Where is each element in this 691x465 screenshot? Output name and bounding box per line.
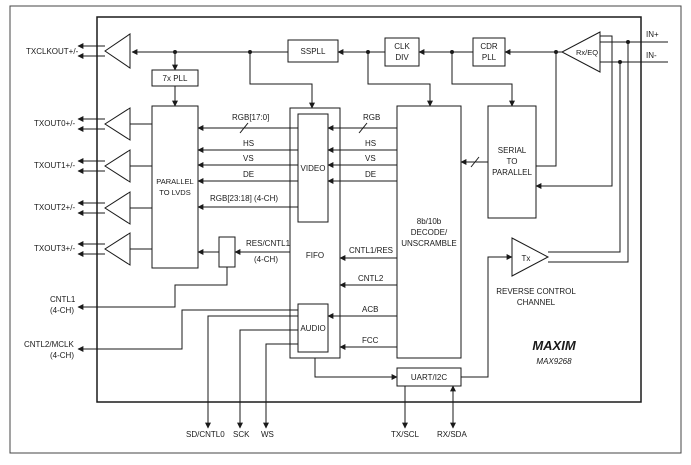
- video-block: [297, 113, 329, 223]
- pin-cntl2-1: CNTL2/MCLK: [24, 340, 74, 349]
- pin-cntl1-2: (4-CH): [50, 306, 74, 315]
- clk-div-label-2: DIV: [395, 53, 409, 62]
- audio-block: [297, 303, 329, 353]
- tx-label: Tx: [522, 254, 531, 263]
- pin-tx-scl: TX/SCL: [391, 430, 420, 439]
- cdr-pll-label-2: PLL: [482, 53, 497, 62]
- txclkout-driver: [104, 33, 131, 69]
- serial-to-parallel-label-1: SERIAL: [498, 146, 527, 155]
- txout0-driver-group: TXOUT0+/-: [34, 107, 152, 141]
- txout3-driver-group: TXOUT3+/-: [34, 232, 152, 266]
- decode-label-2: DECODE/: [411, 228, 448, 237]
- txout2-driver-group: TXOUT2+/-: [34, 191, 152, 225]
- signal-res-cntl1-1: RES/CNTL1: [246, 239, 291, 248]
- signal-vs-in: VS: [365, 154, 376, 163]
- parallel-to-lvds-block: [151, 105, 199, 269]
- pin-txout1: TXOUT1+/-: [34, 161, 75, 170]
- rx-eq-amplifier: [560, 31, 601, 73]
- pin-ws: WS: [261, 430, 274, 439]
- video-label: VIDEO: [301, 164, 326, 173]
- signal-de-out: DE: [243, 170, 254, 179]
- maxim-logo: MAXIM: [532, 338, 577, 353]
- part-number: MAX9268: [536, 357, 572, 366]
- cdr-pll-label-1: CDR: [480, 42, 498, 51]
- pll-7x-label: 7x PLL: [163, 74, 188, 83]
- parallel-to-lvds-label-2: TO LVDS: [159, 188, 190, 197]
- pin-rx-sda: RX/SDA: [437, 430, 467, 439]
- txout1-driver-group: TXOUT1+/-: [34, 149, 152, 183]
- reverse-channel-label-2: CHANNEL: [517, 298, 556, 307]
- signal-de-in: DE: [365, 170, 376, 179]
- pin-txout3: TXOUT3+/-: [34, 244, 75, 253]
- outer-frame: [9, 5, 682, 454]
- signal-rgb-in: RGB: [363, 113, 380, 122]
- pin-txclkout: TXCLKOUT+/-: [26, 47, 79, 56]
- signal-hs-in: HS: [365, 139, 376, 148]
- serial-to-parallel-label-3: PARALLEL: [492, 168, 532, 177]
- signal-res-cntl1-2: (4-CH): [254, 255, 278, 264]
- clk-div-block: [384, 37, 420, 67]
- serial-to-parallel-label-2: TO: [507, 157, 518, 166]
- signal-cntl2: CNTL2: [358, 274, 384, 283]
- audio-label: AUDIO: [300, 324, 325, 333]
- pin-sd-cntl0: SD/CNTL0: [186, 430, 225, 439]
- signal-rgb2318: RGB[23:18] (4-CH): [210, 194, 278, 203]
- parallel-to-lvds-label-1: PARALLEL: [156, 177, 193, 186]
- rx-eq-label: Rx/EQ: [576, 48, 598, 57]
- signal-fcc: FCC: [362, 336, 379, 345]
- pin-in-minus: IN-: [646, 51, 657, 60]
- signal-hs-out: HS: [243, 139, 254, 148]
- res-cntl1-mux: [218, 236, 236, 268]
- pin-txout0: TXOUT0+/-: [34, 119, 75, 128]
- signal-cntl1-res: CNTL1/RES: [349, 246, 393, 255]
- pin-in-plus: IN+: [646, 30, 659, 39]
- decode-unscramble-block: [396, 105, 462, 359]
- signal-acb: ACB: [362, 305, 378, 314]
- signal-vs-out: VS: [243, 154, 254, 163]
- clk-div-label-1: CLK: [394, 42, 410, 51]
- pin-cntl2-2: (4-CH): [50, 351, 74, 360]
- uart-i2c-label: UART/I2C: [411, 373, 448, 382]
- sspll-label: SSPLL: [301, 47, 326, 56]
- signal-rgb-out: RGB[17:0]: [232, 113, 269, 122]
- serial-to-parallel-block: [487, 105, 537, 219]
- reverse-channel-label-1: REVERSE CONTROL: [496, 287, 576, 296]
- decode-label-3: UNSCRAMBLE: [401, 239, 457, 248]
- pin-sck: SCK: [233, 430, 250, 439]
- pin-cntl1-1: CNTL1: [50, 295, 76, 304]
- pin-txout2: TXOUT2+/-: [34, 203, 75, 212]
- fifo-label: FIFO: [306, 251, 324, 260]
- decode-label-1: 8b/10b: [417, 217, 442, 226]
